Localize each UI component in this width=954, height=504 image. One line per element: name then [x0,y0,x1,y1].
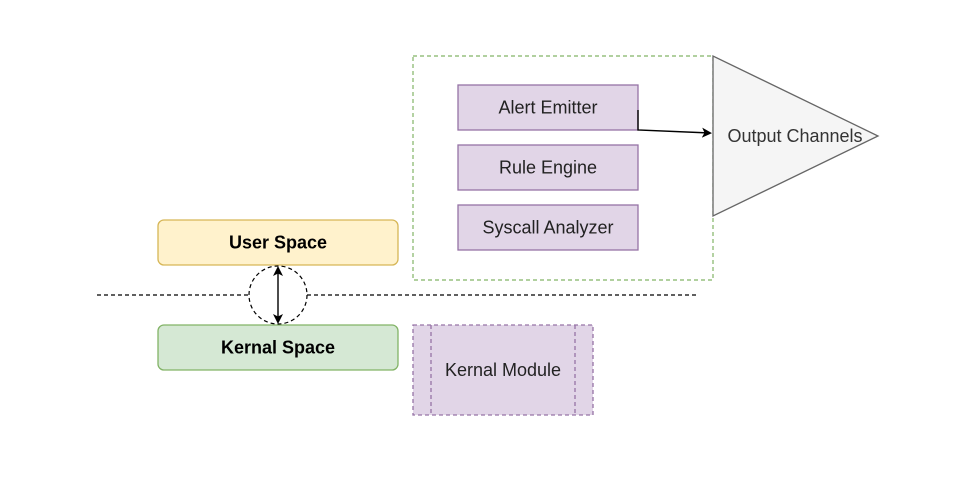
alert-emitter-label: Alert Emitter [498,98,597,118]
output-channels-node: Output Channels [712,54,880,218]
rule-engine-label: Rule Engine [499,158,597,178]
alert-to-output-connector [637,110,712,138]
user-space-node: User Space [157,219,399,266]
kernel-module-node: Kernal Module [412,324,594,416]
syscall-analyzer-label: Syscall Analyzer [482,218,613,238]
userspace-group-box [412,55,714,281]
syscall-analyzer-node: Syscall Analyzer [457,204,639,251]
output-channels-label: Output Channels [727,126,862,146]
user-space-label: User Space [229,233,327,253]
rule-engine-node: Rule Engine [457,144,639,191]
kernel-space-node: Kernal Space [157,324,399,371]
kernel-space-label: Kernal Space [221,338,335,358]
alert-emitter-node: Alert Emitter [457,84,639,131]
kernel-module-label: Kernal Module [445,360,561,380]
